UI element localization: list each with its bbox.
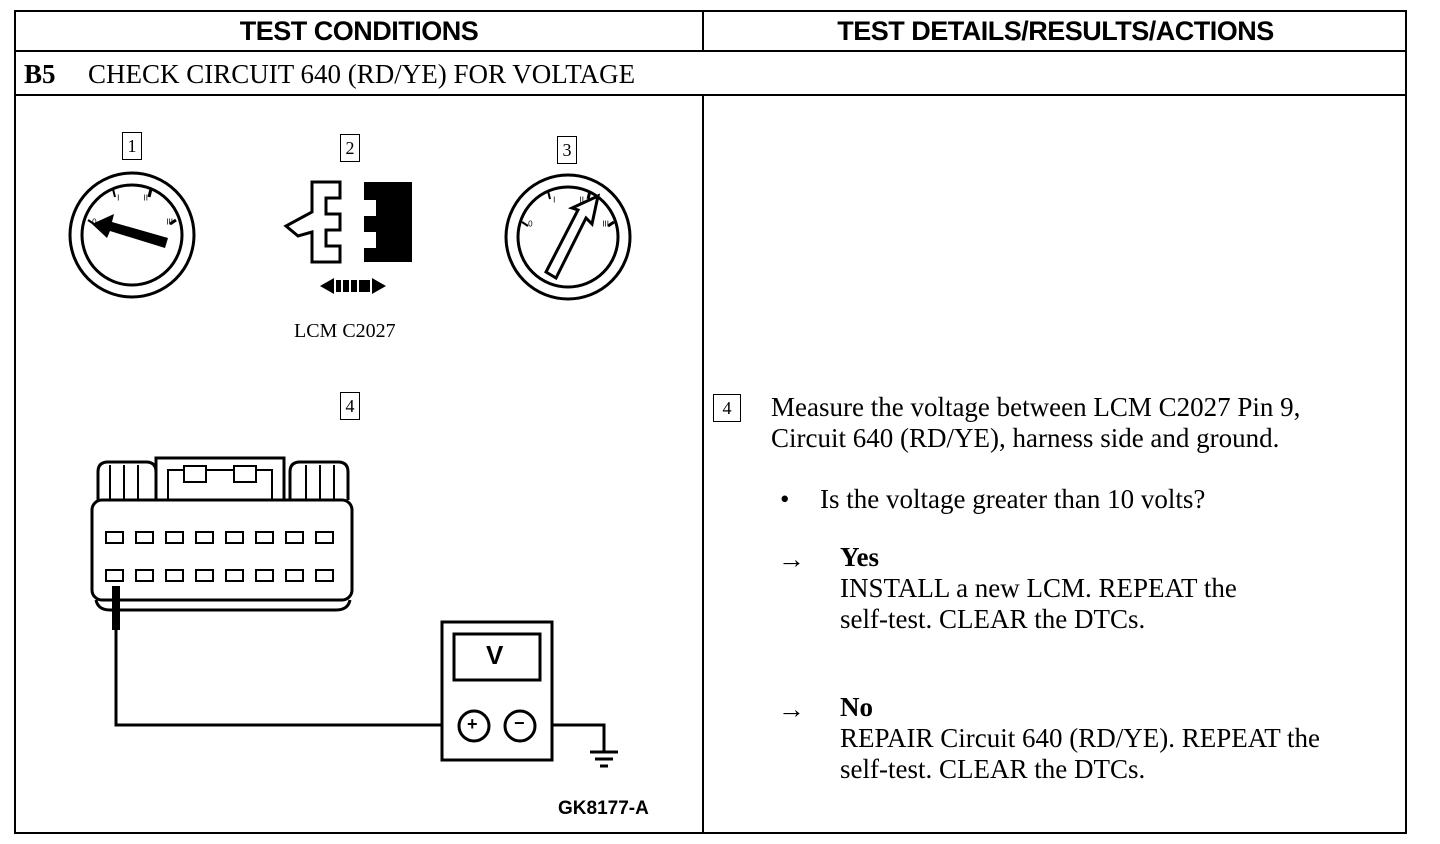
step-3-label: 3 <box>557 136 577 164</box>
section-title: CHECK CIRCUIT 640 (RD/YE) FOR VOLTAGE <box>88 58 636 89</box>
question-text: Is the voltage greater than 10 volts? <box>820 484 1206 514</box>
no-action-line-1: REPAIR Circuit 640 (RD/YE). REPEAT the <box>840 723 1321 753</box>
header-divider <box>702 12 704 50</box>
step-2-label: 2 <box>340 134 360 162</box>
step-4-label: 4 <box>340 392 360 420</box>
lcm-connector-face-icon <box>90 456 354 630</box>
step-1-label: 1 <box>122 132 142 160</box>
instruction-line-2: Circuit 640 (RD/YE), harness side and gr… <box>771 423 1280 453</box>
yes-label: Yes <box>840 542 879 572</box>
header-rule <box>16 50 1405 52</box>
header-test-conditions: TEST CONDITIONS <box>239 15 479 46</box>
yes-action-line-2: self-test. CLEAR the DTCs. <box>840 604 1146 634</box>
connector-pins-row-2 <box>105 569 334 582</box>
ignition-position-mark: 0 <box>92 217 97 226</box>
no-action-line-2: self-test. CLEAR the DTCs. <box>840 754 1146 784</box>
ignition-position-mark: I <box>117 193 119 202</box>
section-rule <box>16 94 1405 96</box>
ignition-position-mark: III <box>602 219 609 228</box>
meter-display-label: V <box>486 640 504 670</box>
ignition-switch-off-icon <box>68 171 196 299</box>
ignition-position-mark: 0 <box>528 219 533 228</box>
bullet-icon: • <box>780 484 790 514</box>
ignition-position-mark: I <box>553 195 555 204</box>
section-title-row: B5 CHECK CIRCUIT 640 (RD/YE) FOR VOLTAGE <box>24 54 635 94</box>
connector-disconnect-icon <box>283 180 412 294</box>
header-test-details: TEST DETAILS/RESULTS/ACTIONS <box>837 15 1274 46</box>
yes-arrow-icon: → <box>778 544 805 574</box>
instruction-line-1: Measure the voltage between LCM C2027 Pi… <box>771 392 1301 422</box>
figure-id: GK8177-A <box>558 798 649 819</box>
procedure-table: TEST CONDITIONS TEST DETAILS/RESULTS/ACT… <box>14 10 1407 834</box>
column-divider <box>702 94 704 834</box>
voltmeter-icon <box>440 620 554 762</box>
ignition-position-mark: II <box>579 195 583 204</box>
test-lead-wire <box>114 628 606 752</box>
no-label: No <box>840 692 873 722</box>
connector-label: LCM C2027 <box>294 320 396 342</box>
section-code: B5 <box>24 58 56 89</box>
ignition-position-mark: III <box>166 217 173 226</box>
yes-action-line-1: INSTALL a new LCM. REPEAT the <box>840 573 1237 603</box>
ignition-position-mark: II <box>143 193 147 202</box>
connector-pins-row-1 <box>105 531 334 544</box>
meter-plus-terminal: + <box>467 714 478 734</box>
ignition-switch-run-icon <box>504 173 632 301</box>
detail-step-number: 4 <box>713 394 741 422</box>
no-arrow-icon: → <box>778 694 805 724</box>
meter-minus-terminal: − <box>514 713 525 733</box>
ground-symbol-icon <box>590 750 618 768</box>
